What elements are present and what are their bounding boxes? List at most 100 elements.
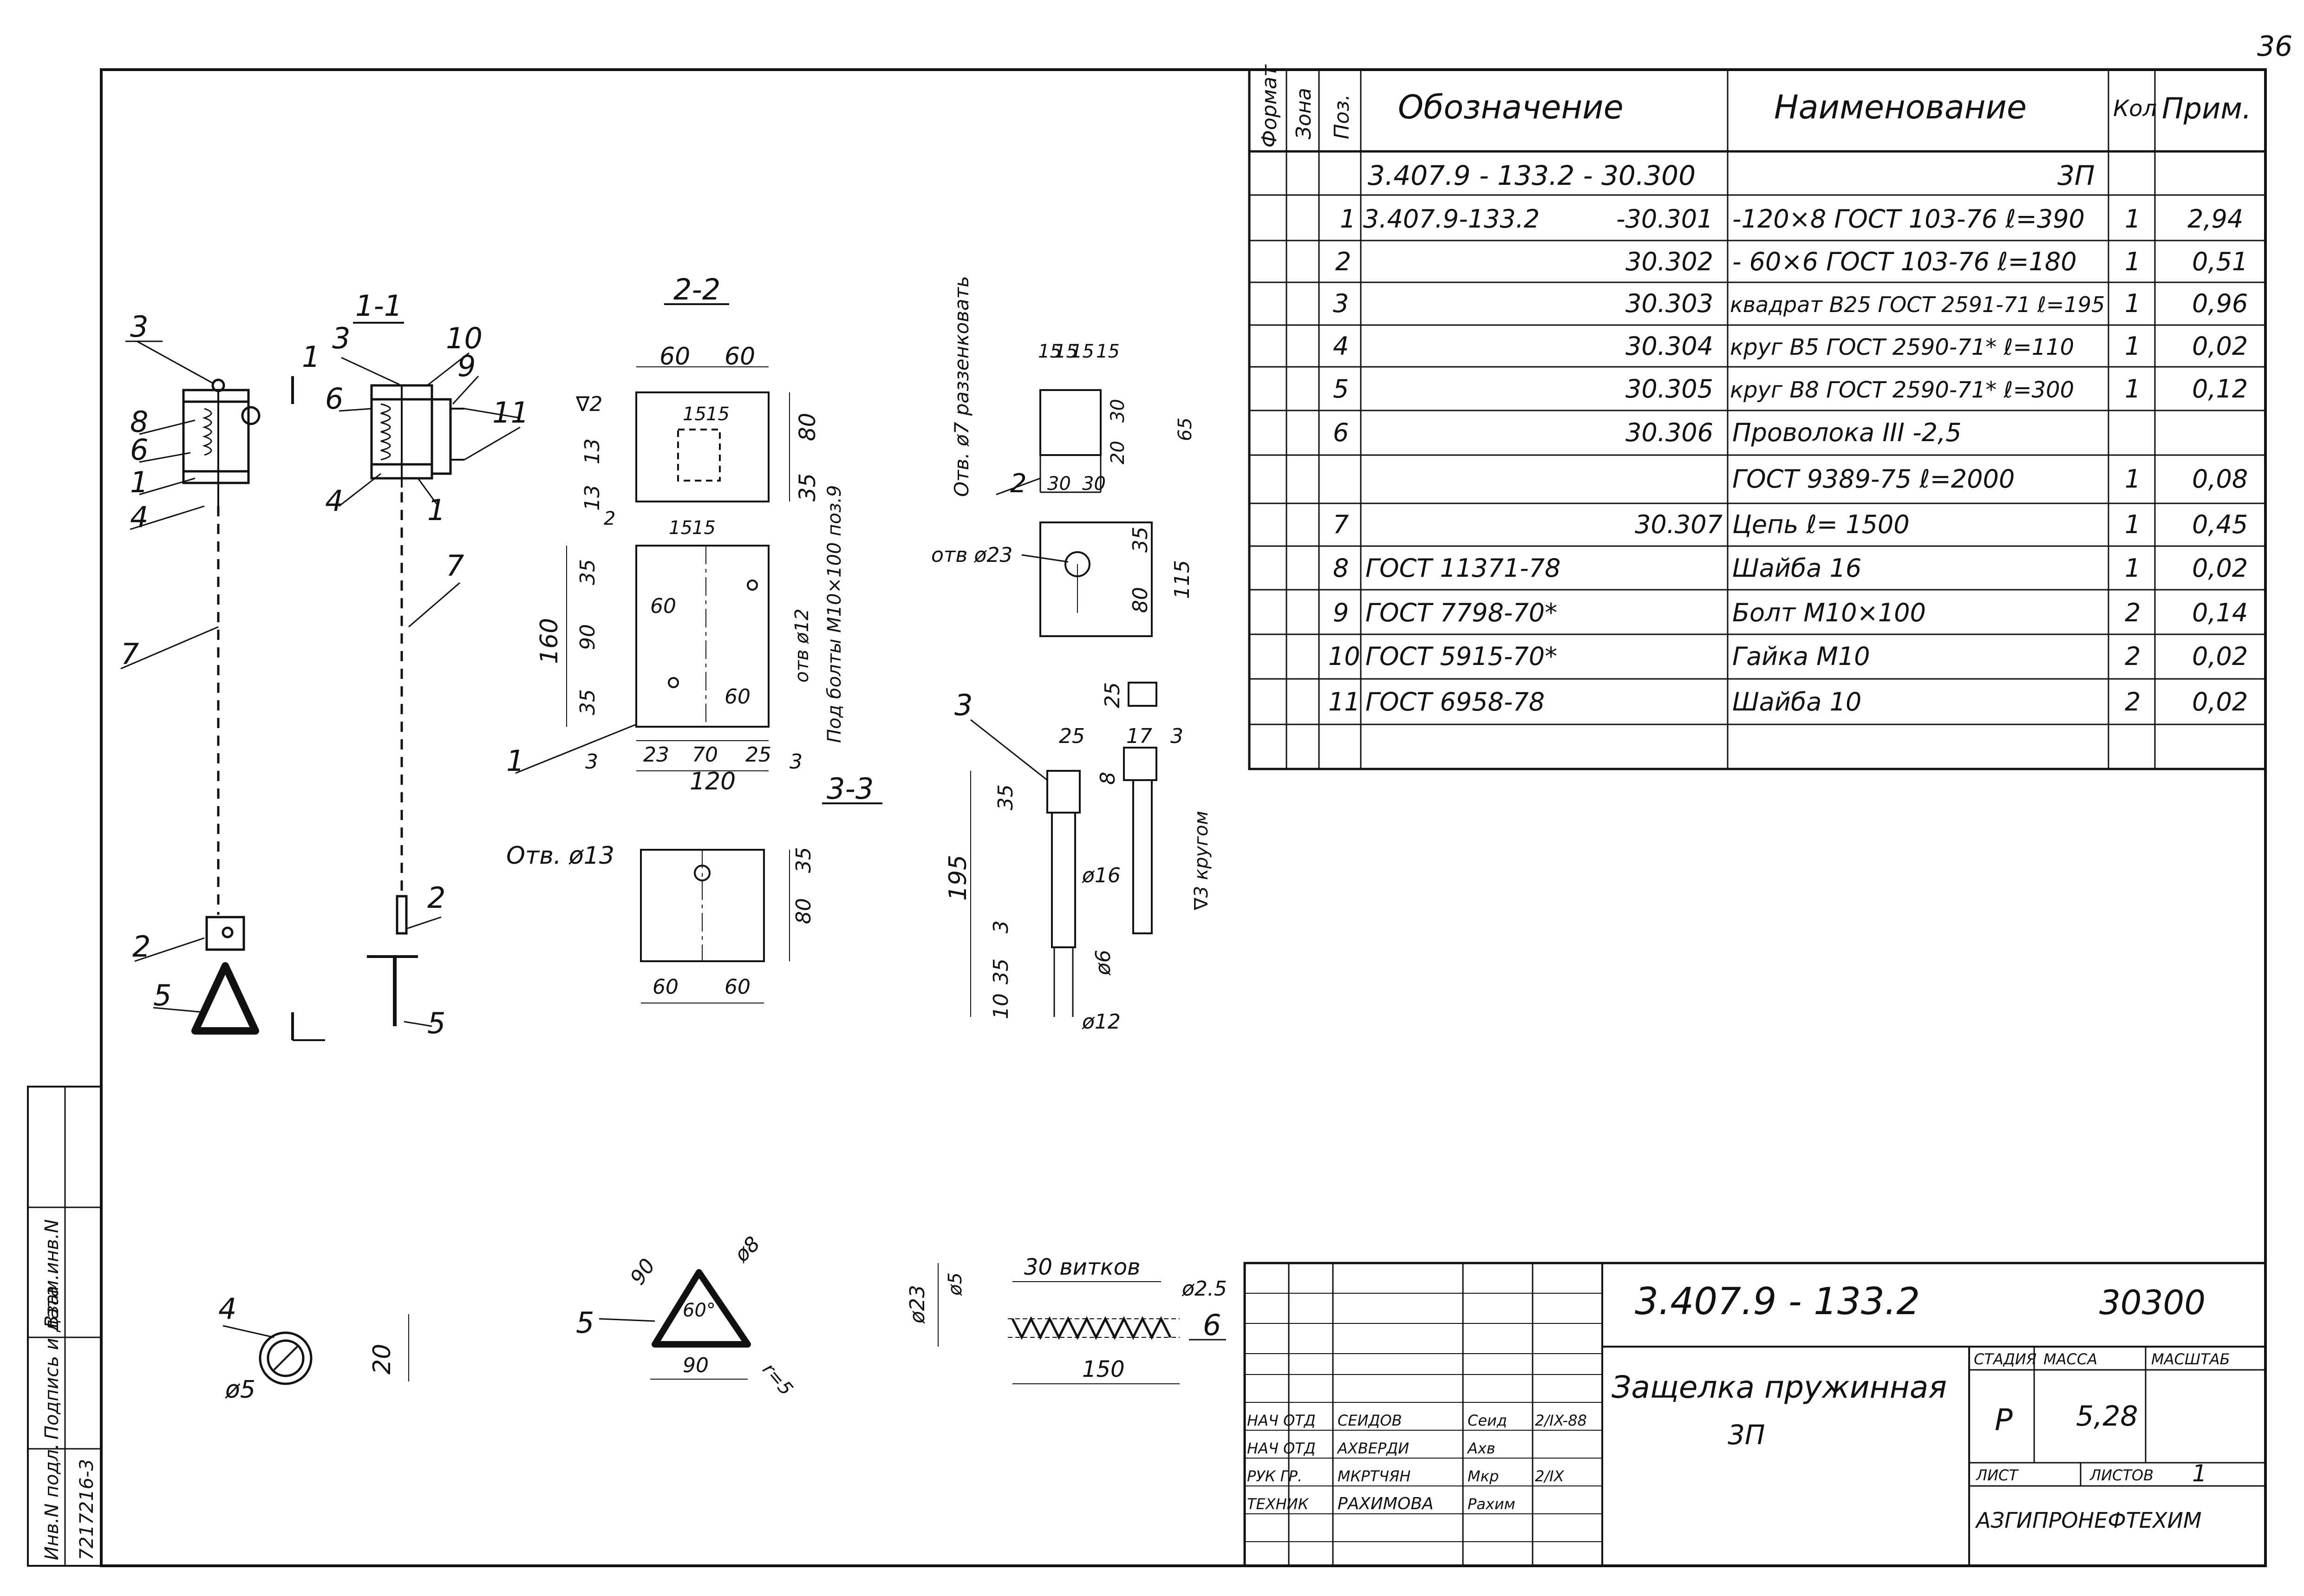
- main-label-4: 4: [130, 500, 148, 534]
- row5-note: 0,12: [2192, 374, 2248, 404]
- sig3-sign: Рахим: [1468, 1495, 1515, 1513]
- s22-dim-5: 13: [581, 485, 604, 511]
- sig1-role: НАЧ ОТД: [1247, 1440, 1316, 1457]
- sheets-label: ЛИСТОВ: [2089, 1466, 2154, 1484]
- title-line2: 3П: [1728, 1419, 1765, 1451]
- s11-label-2: 2: [427, 881, 445, 915]
- p2-dim-7: 30: [1107, 399, 1129, 423]
- p2-dim-9: 2: [1010, 469, 1027, 499]
- sig2-role: РУК ГР.: [1247, 1467, 1302, 1485]
- p5-dim-4: r=5: [758, 1359, 797, 1400]
- row1-note: 2,94: [2187, 204, 2243, 234]
- header-note: Прим.: [2162, 91, 2252, 125]
- row12-designation: ГОСТ 6958-78: [1365, 687, 1545, 717]
- p3-dim-8: 3: [989, 920, 1013, 933]
- s11-label-5: 5: [427, 1006, 445, 1040]
- row9-note: 0,02: [2192, 554, 2248, 583]
- row12-note: 0,02: [2192, 687, 2248, 717]
- s33-dim-0: 35: [792, 847, 816, 873]
- s22-dim-19: 25: [745, 743, 771, 767]
- page-number: 36: [2257, 30, 2292, 63]
- p6-dim-0: ø2.5: [1181, 1277, 1227, 1301]
- row9-qty: 1: [2125, 554, 2141, 583]
- row10-name: Болт М10×100: [1732, 598, 1926, 627]
- mass-label: МАССА: [2043, 1350, 2097, 1368]
- row6-pos: 6: [1333, 418, 1349, 447]
- p3-dim-0: 25: [1059, 724, 1085, 748]
- row6-name: Проволока III -2,5: [1732, 418, 1962, 447]
- s22-dim-3: 35: [795, 473, 821, 502]
- row1-qty: 1: [2125, 204, 2141, 234]
- title-designation: 3.407.9 - 133.2: [1635, 1280, 1920, 1323]
- row3-name: квадрат В25 ГОСТ 2591-71 ℓ=195: [1730, 292, 2105, 317]
- row2-note: 0,51: [2192, 247, 2248, 276]
- sig2-date: 2/IX: [1535, 1467, 1565, 1485]
- row2-code: 30.302: [1625, 247, 1713, 276]
- sig0-name: СЕИДОВ: [1338, 1412, 1402, 1429]
- row4-qty: 1: [2125, 332, 2141, 361]
- row7-note: 0,08: [2192, 464, 2248, 494]
- p5-dim-3: 90: [683, 1354, 709, 1377]
- p3-dim-5: 8: [1096, 772, 1120, 785]
- row2-name: - 60×6 ГОСТ 103-76 ℓ=180: [1732, 247, 2077, 276]
- sheet-frame: [100, 68, 2267, 1567]
- row0-name: 3П: [2057, 160, 2095, 191]
- p2-dim-b0: 35: [1129, 527, 1152, 553]
- main-label-7: 7: [121, 637, 139, 671]
- header-designation: Обозначение: [1398, 88, 1624, 126]
- s11-label-6: 6: [325, 382, 343, 416]
- row3-pos: 3: [1333, 289, 1349, 318]
- s22-dim-20: 120: [690, 768, 736, 795]
- sig1-sign: Ахв: [1467, 1440, 1495, 1457]
- row3-code: 30.303: [1625, 289, 1713, 318]
- p3-dim-4: 35: [994, 784, 1018, 810]
- row4-name: круг В5 ГОСТ 2590-71* ℓ=110: [1730, 334, 2074, 360]
- s22-dim-2: 80: [795, 413, 821, 441]
- s22-dim-4: 13: [581, 438, 604, 464]
- s22-dim-12: 90: [576, 624, 600, 650]
- p2-hole-23: отв ø23: [931, 543, 1012, 567]
- p3-dim-1: 25: [1101, 682, 1124, 708]
- s11-label-4: 4: [325, 484, 343, 518]
- spec-table: Формат Зона Поз. Обозначение Наименовани…: [1248, 64, 2267, 770]
- row0-designation: 3.407.9 - 133.2 - 30.300: [1368, 160, 1696, 191]
- stage-value: Р: [1995, 1403, 2013, 1438]
- s11-label-1: 1: [427, 493, 445, 527]
- view-part-3: [970, 682, 1157, 1017]
- row5-code: 30.305: [1625, 374, 1713, 404]
- s22-dim-13: 35: [576, 689, 600, 715]
- row5-pos: 5: [1333, 374, 1349, 404]
- p4-dim-1: 20: [368, 1344, 396, 1375]
- s22-dim-9: 15: [669, 517, 692, 539]
- side-stamp-replace: Взам.инв.N: [41, 1219, 63, 1328]
- row11-note: 0,02: [2192, 642, 2248, 671]
- sig3-name: РАХИМОВА: [1338, 1494, 1434, 1513]
- view-part-6: [938, 1263, 1226, 1384]
- s22-dim-18: 70: [692, 743, 718, 767]
- p2-dim-b2: 115: [1170, 560, 1194, 599]
- p4-label: 4: [218, 1292, 236, 1326]
- p2-dim-0: 15: [1038, 341, 1062, 362]
- p5-label: 5: [576, 1306, 594, 1340]
- row11-qty: 2: [2125, 642, 2141, 671]
- p3-label: 3: [954, 688, 973, 722]
- s22-dim-16: 60: [724, 685, 751, 709]
- view-section-2-2: [515, 303, 790, 774]
- header-pos: Поз.: [1330, 94, 1354, 139]
- row1-designation: 3.407.9-133.2: [1363, 204, 1540, 234]
- side-stamp: Инв.N подл. Подпись и дата Взам.инв.N 72…: [27, 1086, 102, 1567]
- row8-code: 30.307: [1635, 510, 1723, 539]
- row5-name: круг В8 ГОСТ 2590-71* ℓ=300: [1730, 377, 2074, 403]
- title-sheet-code: 30300: [2099, 1283, 2206, 1322]
- p3-dim-2: 17: [1126, 724, 1152, 748]
- main-label-6: 6: [130, 433, 148, 467]
- p3-dim-9: 10: [989, 993, 1013, 1019]
- p2-dim-8: 65: [1175, 417, 1196, 441]
- title-line1: Защелка пружинная: [1612, 1369, 1947, 1405]
- p6-label: 6: [1203, 1308, 1221, 1342]
- sig2-sign: Мкр: [1468, 1467, 1499, 1485]
- row10-qty: 2: [2125, 598, 2141, 627]
- mass-value: 5,28: [2076, 1400, 2138, 1433]
- row9-designation: ГОСТ 11371-78: [1365, 554, 1560, 583]
- org-name: АЗГИПРОНЕФТЕХИМ: [1975, 1508, 2202, 1533]
